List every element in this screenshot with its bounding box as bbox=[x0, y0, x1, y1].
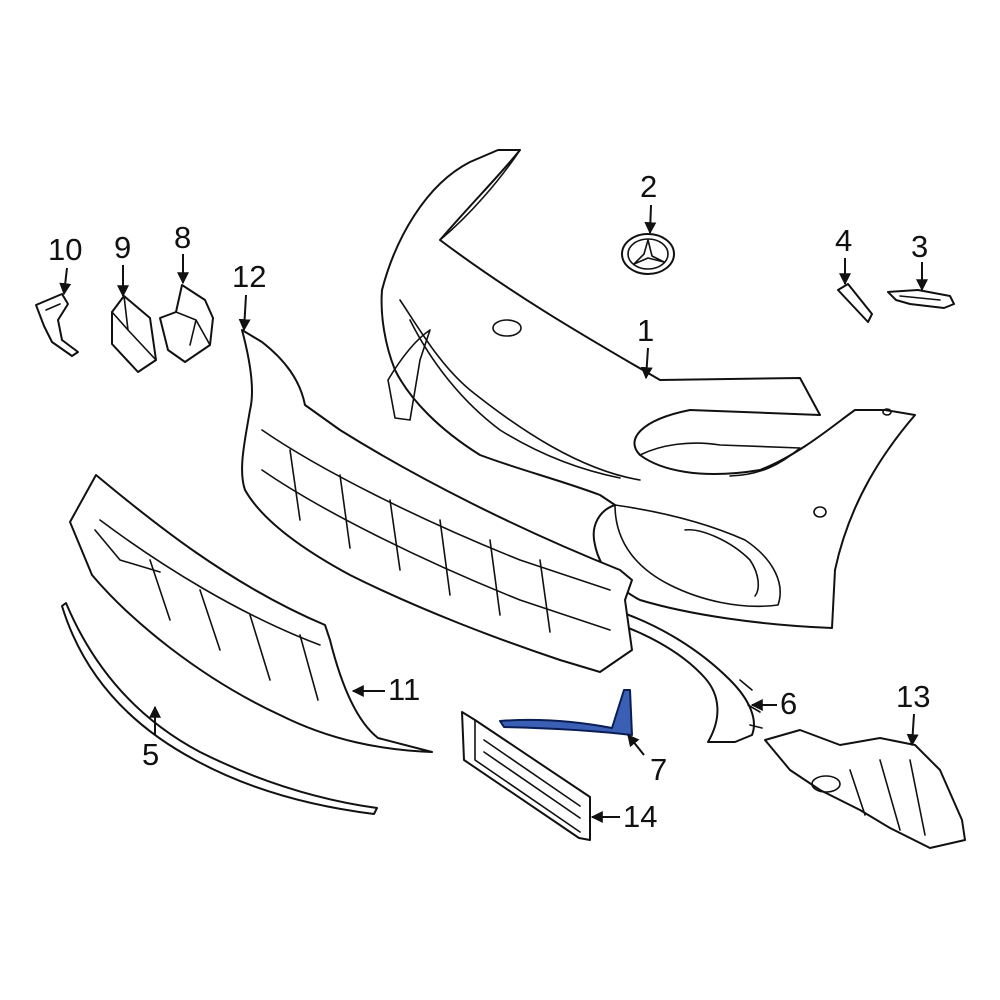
part-8-bracket[interactable] bbox=[159, 284, 214, 363]
callout-10: 10 bbox=[48, 232, 82, 267]
callout-9: 9 bbox=[114, 230, 131, 265]
part-11-lower-grille[interactable] bbox=[69, 474, 433, 753]
part-9-bracket[interactable] bbox=[111, 295, 157, 373]
callout-6: 6 bbox=[780, 686, 797, 721]
part-3-trim[interactable] bbox=[887, 289, 955, 309]
part-5-molding[interactable] bbox=[61, 602, 378, 815]
callout-3: 3 bbox=[911, 229, 928, 264]
part-4-trim[interactable] bbox=[837, 283, 873, 323]
part-12-reinforcement[interactable] bbox=[241, 329, 633, 673]
callout-5: 5 bbox=[142, 737, 159, 772]
part-2-emblem[interactable] bbox=[621, 233, 675, 275]
callout-11: 11 bbox=[388, 672, 420, 707]
callout-2: 2 bbox=[640, 169, 657, 204]
part-14-grille-insert[interactable] bbox=[461, 711, 591, 841]
callout-7: 7 bbox=[650, 752, 667, 787]
part-13-side-bracket[interactable] bbox=[764, 729, 966, 849]
callout-1: 1 bbox=[637, 313, 654, 348]
callout-13: 13 bbox=[896, 679, 930, 714]
leader-lines bbox=[59, 204, 928, 823]
callouts: 1 2 3 4 5 6 7 8 9 10 11 12 13 14 bbox=[48, 169, 930, 834]
part-7-highlighted-trim[interactable] bbox=[499, 689, 633, 736]
callout-12: 12 bbox=[232, 259, 266, 294]
part-10-clip[interactable] bbox=[35, 293, 79, 357]
callout-14: 14 bbox=[623, 799, 657, 834]
part-1-bumper-cover[interactable] bbox=[380, 149, 916, 629]
callout-4: 4 bbox=[835, 223, 852, 258]
callout-8: 8 bbox=[174, 220, 191, 255]
